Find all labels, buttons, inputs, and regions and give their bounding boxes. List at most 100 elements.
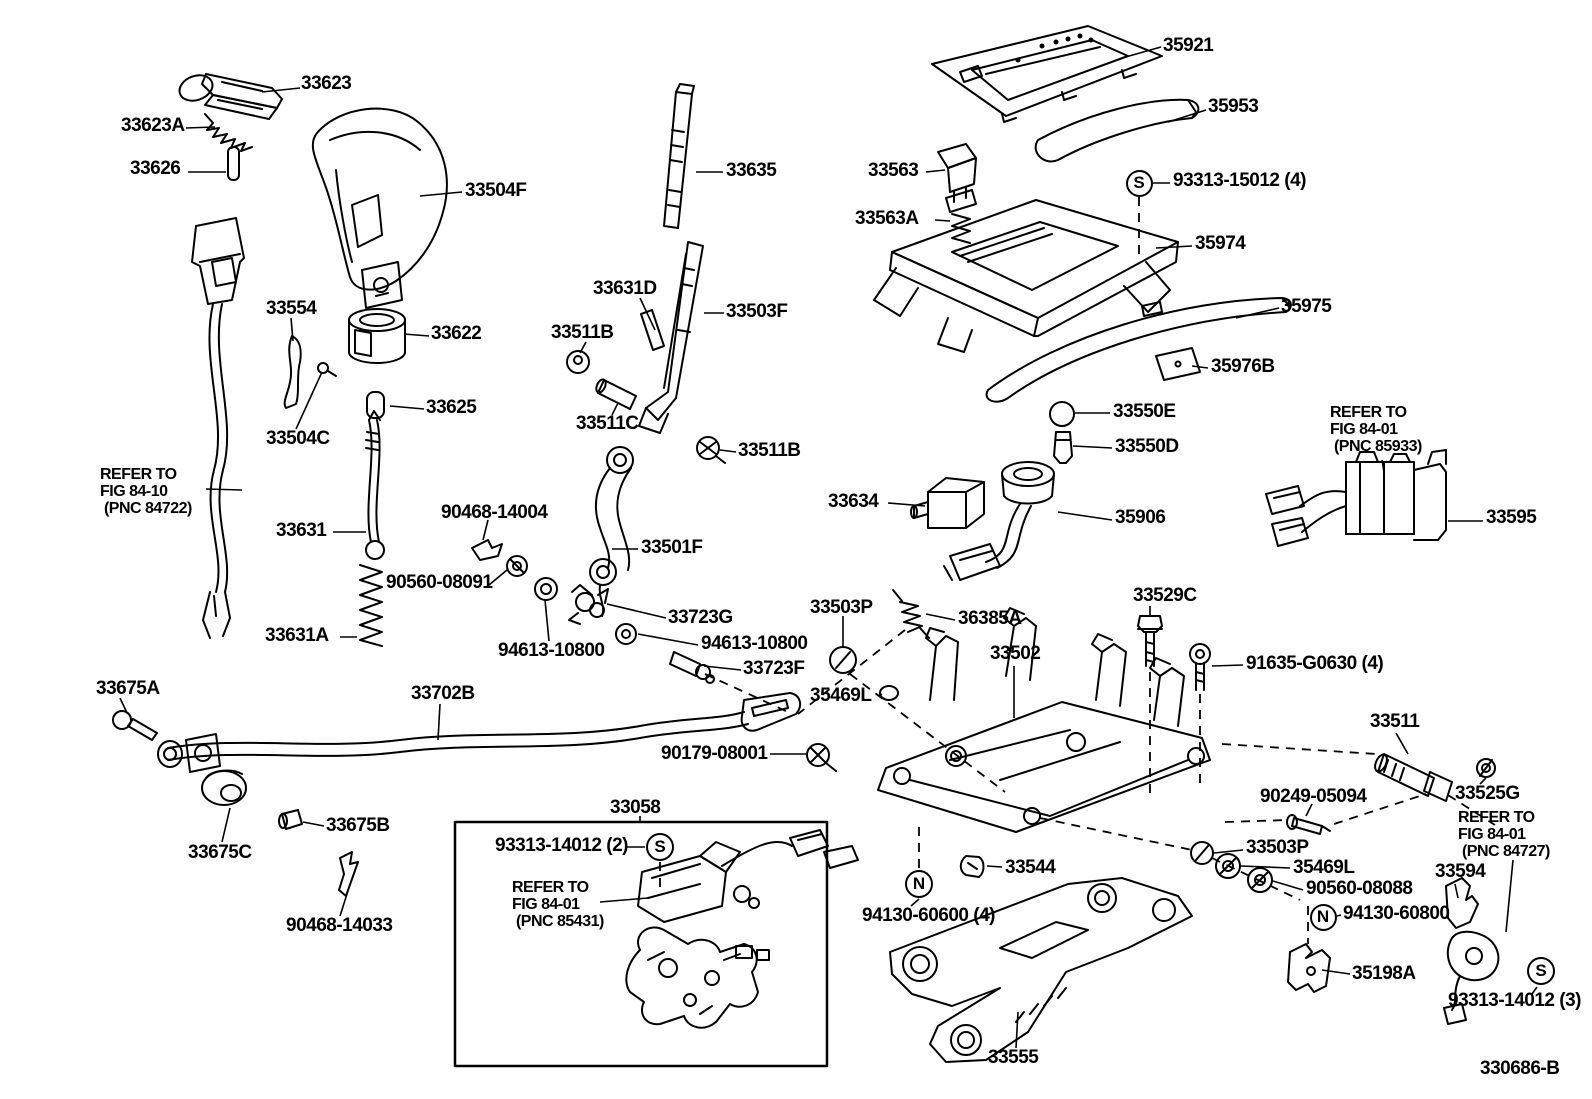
- circled-S-marker: S: [1527, 957, 1555, 985]
- part-label-33723G: 33723G: [668, 607, 733, 628]
- refer-note-line: REFER TO: [1458, 809, 1535, 826]
- part-33631-rod: [365, 410, 385, 560]
- part-33511B-bolt: [696, 436, 726, 464]
- part-label-90560-08091: 90560-08091: [386, 572, 493, 593]
- part-33529C-bolt: [1137, 615, 1163, 667]
- part-label-33503P: 33503P: [1246, 837, 1309, 858]
- part-33594-lock-cable: [1443, 877, 1500, 1025]
- part-label-33675A: 33675A: [96, 678, 160, 699]
- part-33675C-bushing: [201, 769, 247, 806]
- part-label-33504C: 33504C: [266, 428, 330, 449]
- part-33550D-bulb: [1053, 431, 1073, 464]
- part-33626-pin: [227, 146, 240, 181]
- part-33622-knob-collar: [348, 308, 406, 364]
- part-33511B-bushing: [566, 350, 590, 374]
- part-91635-G0630-bolt: [1189, 643, 1211, 691]
- part-33501F-link: [589, 446, 634, 617]
- part-label-90468-14004: 90468-14004: [441, 502, 548, 523]
- part-33723F-bolt: [669, 651, 715, 684]
- part-label-33723F: 33723F: [743, 658, 805, 679]
- part-33631D-pin: [640, 309, 665, 351]
- part-label-35198A: 35198A: [1352, 963, 1416, 984]
- part-label-94130-606004: 94130-60600 (4): [862, 905, 996, 926]
- part-33503P-ring-upper: [829, 646, 857, 674]
- part-35976B-plate: [1155, 347, 1201, 381]
- part-label-33502: 33502: [990, 643, 1041, 664]
- refer-note-line: (PNC 84727): [1458, 843, 1550, 860]
- part-label-91635-G06304: 91635-G0630 (4): [1246, 653, 1384, 674]
- part-label-33675C: 33675C: [188, 842, 252, 863]
- part-33595-relay-wires: [1265, 449, 1447, 547]
- part-label-33501F: 33501F: [641, 537, 703, 558]
- part-label-33634: 33634: [828, 491, 879, 512]
- part-33563-shift-lock-plate: [937, 143, 977, 213]
- part-label-35469L: 35469L: [1293, 857, 1355, 878]
- part-33555-plate: [889, 877, 1193, 1063]
- part-wire-harness: [191, 217, 245, 639]
- part-label-33594: 33594: [1435, 861, 1486, 882]
- part-33544-clamp: [959, 855, 985, 878]
- part-label-33550D: 33550D: [1115, 436, 1179, 457]
- circled-N-marker: N: [1309, 903, 1337, 931]
- part-label-33511B: 33511B: [551, 322, 614, 343]
- part-label-33622: 33622: [431, 323, 482, 344]
- part-label-33675B: 33675B: [326, 815, 390, 836]
- part-33511-detent-rod: [1374, 753, 1453, 802]
- part-label-33626: 33626: [130, 158, 181, 179]
- refer-note-line: FIG 84-01: [1458, 826, 1526, 843]
- part-label-33511B: 33511B: [738, 440, 801, 461]
- refer-note-line: (PNC 85431): [512, 913, 604, 930]
- part-label-33554: 33554: [266, 298, 317, 319]
- part-33504F-shift-knob: [311, 107, 448, 309]
- part-33504C-screw: [317, 362, 337, 377]
- part-label-35975: 35975: [1281, 296, 1332, 317]
- part-label-33504F: 33504F: [465, 180, 527, 201]
- part-90468-14033-clamp: [338, 851, 359, 897]
- part-label-35974: 35974: [1195, 233, 1246, 254]
- part-33635-lever: [663, 83, 695, 229]
- part-label-33623: 33623: [301, 73, 352, 94]
- part-33623-knob-button: [178, 73, 283, 120]
- part-shift-lock-solenoid: [637, 829, 859, 923]
- part-35906-socket-wire: [943, 461, 1055, 581]
- part-33631A-spring: [359, 564, 383, 647]
- part-35198A-bracket: [1287, 943, 1331, 993]
- part-90468-14004-clamp: [471, 539, 503, 561]
- part-label-33511C: 33511C: [576, 413, 639, 434]
- part-33625-bushing: [366, 391, 385, 419]
- part-label-33702B: 33702B: [411, 683, 475, 704]
- part-94613-10800-nut-a: [534, 577, 558, 601]
- part-label-35953: 35953: [1208, 96, 1259, 117]
- refer-note-line: FIG 84-01: [1330, 421, 1398, 438]
- part-33702B-control-rod: [157, 692, 802, 773]
- part-35469L-ring-upper: [879, 685, 899, 701]
- part-label-33058: 33058: [610, 797, 661, 818]
- part-label-93313-140123: 93313-14012 (3): [1448, 990, 1582, 1011]
- leader-lines: [119, 46, 1538, 1049]
- refer-note-line: FIG 84-10: [100, 483, 168, 500]
- part-label-33595: 33595: [1486, 507, 1537, 528]
- part-35921-indicator-dots: [1015, 33, 1094, 63]
- part-label-33525G: 33525G: [1455, 783, 1520, 804]
- part-90560-08091-bolt: [506, 555, 528, 577]
- part-label-94613-10800: 94613-10800: [498, 640, 605, 661]
- refer-note-line: REFER TO: [1330, 404, 1407, 421]
- part-label-33563A: 33563A: [855, 208, 919, 229]
- part-label-90249-05094: 90249-05094: [1260, 786, 1367, 807]
- part-label-33625: 33625: [426, 397, 477, 418]
- part-90249-05094-pin: [1286, 814, 1331, 835]
- assembly-dashed-lines: [659, 197, 1496, 944]
- refer-note-line: FIG 84-01: [512, 896, 580, 913]
- part-33058-kit-box: [453, 820, 829, 1068]
- part-label-35976B: 35976B: [1211, 356, 1275, 377]
- part-33623A-spring: [204, 113, 253, 152]
- part-label-93313-140122: 93313-14012 (2): [495, 835, 629, 856]
- part-35953-slide-cover: [1034, 98, 1200, 163]
- part-label-33550E: 33550E: [1113, 401, 1176, 422]
- part-90179-08001-bolt: [806, 743, 837, 772]
- circled-N-marker: N: [905, 870, 933, 898]
- part-label-35469L: 35469L: [810, 685, 872, 706]
- part-35921-indicator-plate: [931, 25, 1163, 123]
